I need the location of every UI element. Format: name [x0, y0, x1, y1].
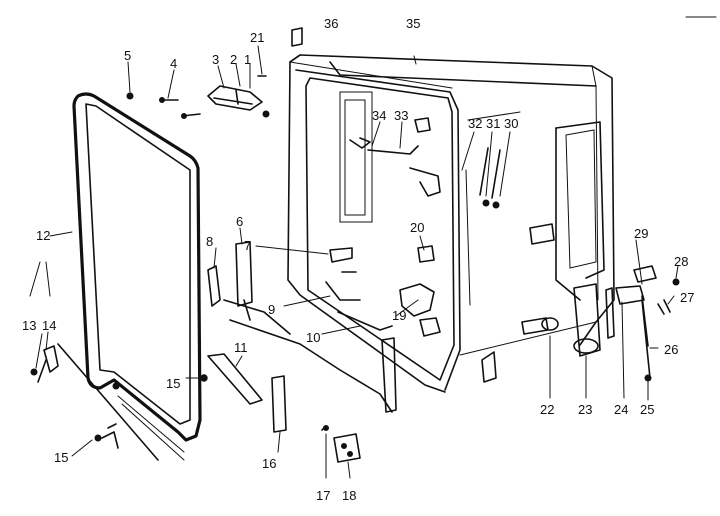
part-label-2: 2 — [230, 52, 237, 67]
part-label-16: 16 — [262, 456, 276, 471]
part-label-8: 8 — [206, 234, 213, 249]
part-label-30: 30 — [504, 116, 518, 131]
part-label-11: 11 — [234, 340, 248, 355]
part-label-13: 13 — [22, 318, 36, 333]
part-label-15b: 15 — [166, 376, 180, 391]
part-label-17: 17 — [316, 488, 330, 503]
part-label-31: 31 — [486, 116, 500, 131]
part-label-36: 36 — [324, 16, 338, 31]
right-side-parts — [573, 265, 680, 382]
part-label-14: 14 — [42, 318, 56, 333]
part-label-35: 35 — [406, 16, 420, 31]
part-label-34: 34 — [372, 108, 386, 123]
part-label-29: 29 — [634, 226, 648, 241]
tub-assembly — [287, 54, 615, 393]
part-label-20: 20 — [410, 220, 424, 235]
part-label-9: 9 — [268, 302, 275, 317]
part-label-22: 22 — [540, 402, 554, 417]
door-small-parts — [30, 343, 208, 461]
part-label-3: 3 — [212, 52, 219, 67]
part-label-12: 12 — [36, 228, 50, 243]
part-label-28: 28 — [674, 254, 688, 269]
part-labels: 1 2 3 4 5 6 7 8 9 10 11 12 13 14 15 15 1… — [22, 16, 694, 503]
part-label-33: 33 — [394, 108, 408, 123]
part-label-27: 27 — [680, 290, 694, 305]
part-label-32: 32 — [468, 116, 482, 131]
hinge-parts-top — [126, 27, 303, 119]
part-label-19: 19 — [392, 308, 406, 323]
part-label-7: 7 — [244, 238, 251, 253]
part-label-15a: 15 — [54, 450, 68, 465]
part-label-24: 24 — [614, 402, 628, 417]
part-label-26: 26 — [664, 342, 678, 357]
part-label-23: 23 — [578, 402, 592, 417]
latch-parts — [207, 241, 397, 463]
part-label-4: 4 — [170, 56, 177, 71]
leader-lines — [29, 45, 679, 479]
door-panel — [72, 92, 202, 461]
part-label-21: 21 — [250, 30, 264, 45]
part-label-18: 18 — [342, 488, 356, 503]
part-label-1: 1 — [244, 52, 251, 67]
part-label-10: 10 — [306, 330, 320, 345]
part-label-25: 25 — [640, 402, 654, 417]
part-label-5: 5 — [124, 48, 131, 63]
part-label-6: 6 — [236, 214, 243, 229]
